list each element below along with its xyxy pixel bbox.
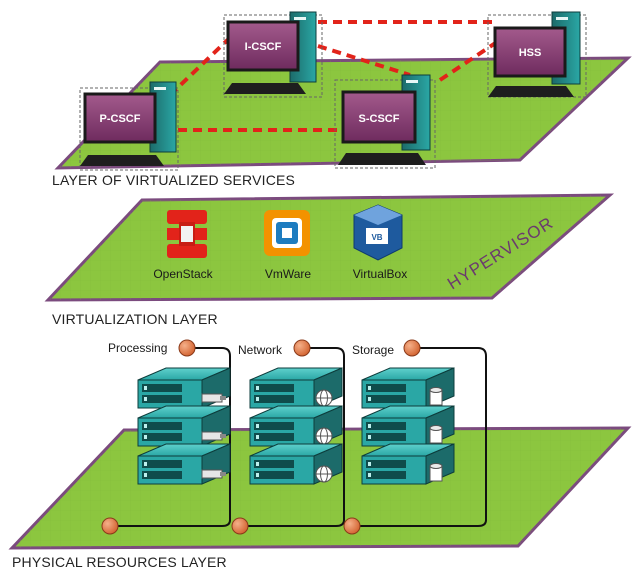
server-unit-network [249,367,343,409]
node-label: I-CSCF [245,41,282,53]
storage-loop [352,347,487,527]
keyboard [488,86,574,97]
platform-label-virtualbox: VirtualBox [353,267,407,281]
keyboard [338,153,426,165]
server-stacks [137,367,455,485]
server-unit-network [249,405,343,447]
node-i-cscf: I-CSCF [223,11,323,98]
server-unit-storage [361,367,455,409]
node-label: HSS [519,47,542,59]
link-icscf-scscf [317,44,411,77]
monitor [226,20,300,72]
vmware-icon [264,210,310,256]
node-p-cscf: P-CSCF [79,81,179,171]
processing-loop [110,347,231,527]
keyboard [224,83,306,94]
platform-label-vmware: VmWare [265,267,312,281]
openstack-icon [167,210,207,258]
connector-dots [101,339,421,535]
node-label: S-CSCF [359,113,400,125]
node-hss: HSS [487,11,587,98]
server-unit-storage [361,443,455,485]
keyboard [80,155,164,166]
node-label: P-CSCF [100,113,141,125]
server-unit-processing [137,443,231,485]
caption-virtualization-layer: VIRTUALIZATION LAYER [52,311,218,327]
caption-services-layer: LAYER OF VIRTUALIZED SERVICES [52,172,296,188]
virtualbox-icon: VB [353,204,403,261]
server-unit-processing [137,367,231,409]
caption-physical-layer: PHYSICAL RESOURCES LAYER [12,554,227,570]
cpu-plug-icon [201,469,223,479]
monitor [493,26,567,78]
network-loop [240,347,345,527]
group-label-storage: Storage [352,343,394,357]
svg-text:VB: VB [371,233,382,242]
monitor [83,92,157,144]
cpu-plug-icon [201,431,223,441]
resource-connectors [110,347,487,527]
platform-label-openstack: OpenStack [153,267,213,281]
group-label-processing: Processing [108,341,167,355]
server-unit-storage [361,405,455,447]
cpu-plug-icon [201,393,223,403]
node-s-cscf: S-CSCF [334,74,436,169]
link-scscf-hss [438,38,502,82]
server-unit-processing [137,405,231,447]
monitor [341,90,417,144]
server-unit-network [249,443,343,485]
group-label-network: Network [238,343,283,357]
